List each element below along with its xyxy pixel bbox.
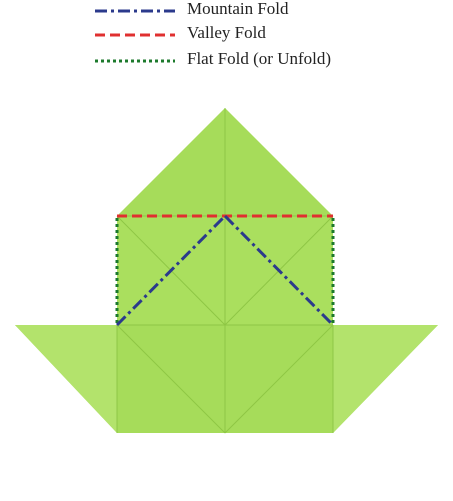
mountain-fold-line-sample (95, 9, 175, 13)
paper-left-wing (15, 325, 117, 433)
mountain-fold-lines (115, 214, 335, 327)
legend-label-valley-fold: Valley Fold (187, 23, 266, 42)
left-mountain-fold-line (115, 214, 227, 327)
legend-item-valley-fold: Valley Fold (95, 23, 266, 46)
flat-fold-line-sample (95, 59, 175, 63)
paper-bottom-boat (15, 325, 438, 433)
paper-right-wing (333, 325, 438, 433)
origami-paper (15, 108, 438, 433)
right-mountain-fold-line (223, 214, 335, 327)
bottom-left-diagonal-crease (116, 324, 226, 434)
legend-label-flat-fold: Flat Fold (or Unfold) (187, 49, 332, 68)
bottom-right-diagonal-crease (224, 324, 334, 434)
valley-fold-line-sample (95, 33, 175, 37)
legend-item-flat-fold: Flat Fold (or Unfold) (95, 49, 331, 72)
legend-label-mountain-fold: Mountain Fold (187, 0, 289, 18)
fold-legend: Mountain Fold Valley Fold Flat Fold (or … (0, 0, 453, 80)
legend-item-mountain-fold: Mountain Fold (95, 0, 289, 22)
